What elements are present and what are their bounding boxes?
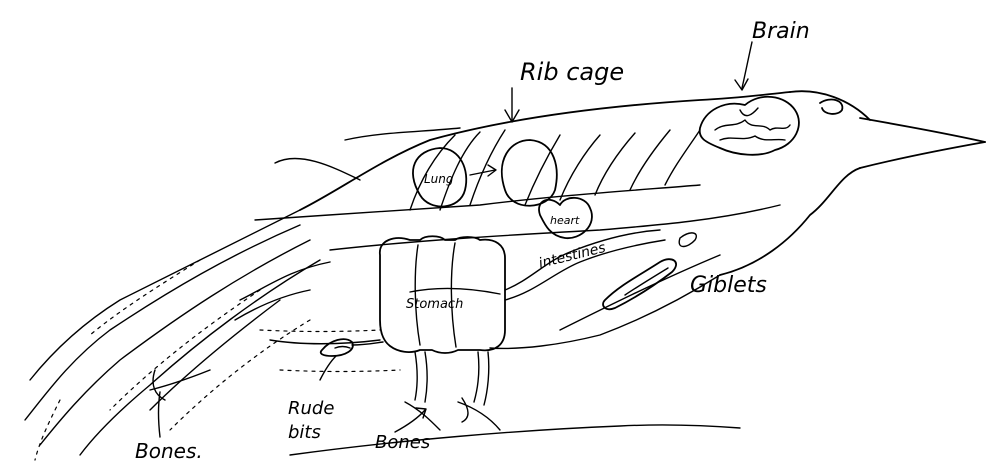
label-brain: Brain <box>752 19 810 44</box>
intestines <box>505 230 665 300</box>
label-rib-cage: Rib cage <box>520 58 624 86</box>
legs <box>405 352 500 430</box>
label-bones-left: Bones. <box>135 439 203 463</box>
label-rude-bits-line2: bits <box>288 422 321 443</box>
label-intestines: intestines <box>537 240 607 272</box>
label-bones-bottom: Bones <box>375 432 430 453</box>
stomach <box>380 236 505 353</box>
bird-body-outline <box>255 91 985 348</box>
label-giblets: Giblets <box>690 273 767 298</box>
tail-feathers <box>25 210 330 460</box>
label-rude-bits-line1: Rude <box>288 398 334 419</box>
rude-bits <box>320 339 383 380</box>
label-stomach: Stomach <box>406 297 463 312</box>
label-lung: Lung <box>424 172 454 186</box>
label-heart: heart <box>550 214 580 227</box>
